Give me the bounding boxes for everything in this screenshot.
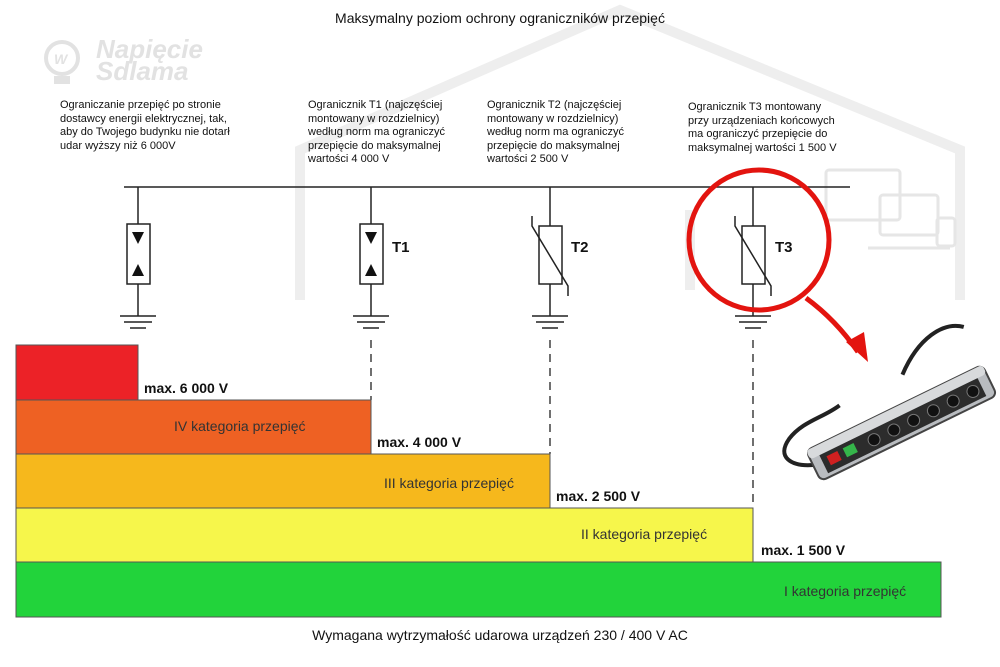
t2-arrester-symbol xyxy=(531,187,569,316)
ground-symbol xyxy=(735,315,771,329)
note-t2-line: według norm ma ograniczyć xyxy=(487,126,624,139)
level-6000-block xyxy=(15,344,139,401)
t2-label: T2 xyxy=(571,239,589,256)
note-t1-line: montowany w rozdzielnicy) xyxy=(308,112,440,125)
note-supplier-line: udar wyższy niż 6 000V xyxy=(60,139,176,152)
t3-label: T3 xyxy=(775,239,793,256)
t3-arrester-symbol xyxy=(734,187,772,316)
category-ii-block xyxy=(15,507,754,563)
note-t2-line: montowany w rozdzielnicy) xyxy=(487,112,619,125)
level-6000-label: max. 6 000 V xyxy=(144,380,229,396)
note-t1-line: Ogranicznik T1 (najczęściej xyxy=(308,99,443,111)
ground-symbol xyxy=(120,315,156,329)
note-t1: Ogranicznik T1 (najczęściej montowany w … xyxy=(308,99,478,167)
note-t1-line: przepięcie do maksymalnej xyxy=(308,139,441,152)
category-i-label: I kategoria przepięć xyxy=(784,583,907,599)
note-t1-line: wartości 4 000 V xyxy=(308,153,390,166)
level-2500-label: max. 2 500 V xyxy=(556,488,641,504)
svg-text:W: W xyxy=(54,51,69,67)
bulb-icon: W xyxy=(44,40,80,84)
note-t2-line: przepięcie do maksymalnej xyxy=(487,139,620,152)
note-supplier: Ograniczanie przepięć po stronie dostawc… xyxy=(60,99,280,153)
t3-highlight-circle xyxy=(686,167,832,313)
note-t1-line: według norm ma ograniczyć xyxy=(308,126,445,139)
computer-devices-icon xyxy=(824,168,957,250)
note-t3-line: ma ograniczyć przepięcie do xyxy=(688,128,828,141)
diagram-footer: Wymagana wytrzymałość udarowa urządzeń 2… xyxy=(312,627,688,643)
note-supplier-line: aby do Twojego budynku nie dotarł xyxy=(60,126,230,139)
note-supplier-line: Ograniczanie przepięć po stronie xyxy=(60,99,221,111)
watermark-line1: Napięcie xyxy=(96,34,203,64)
note-t3: Ogranicznik T3 montowany przy urządzenia… xyxy=(688,101,868,155)
diagram-title: Maksymalny poziom ochrony ograniczników … xyxy=(335,10,665,26)
note-t3-line: przy urządzeniach końcowych xyxy=(688,114,835,127)
note-t2: Ogranicznik T2 (najczęściej montowany w … xyxy=(487,99,657,167)
supplier-arrester-symbol xyxy=(126,187,151,316)
t1-arrester-symbol xyxy=(359,187,384,316)
note-t3-line: maksymalnej wartości 1 500 V xyxy=(688,141,837,154)
note-t2-line: Ogranicznik T2 (najczęściej xyxy=(487,99,622,111)
note-t3-line: Ogranicznik T3 montowany xyxy=(688,101,822,113)
category-iii-block xyxy=(15,453,551,509)
category-ii-label: II kategoria przepięć xyxy=(581,526,708,542)
category-iii-label: III kategoria przepięć xyxy=(384,475,514,491)
watermark-line2: Sdlama xyxy=(96,56,189,86)
level-4000-label: max. 4 000 V xyxy=(377,434,462,450)
highlight-arrowhead xyxy=(846,332,868,362)
category-iv-block xyxy=(15,399,372,455)
ground-symbol xyxy=(532,315,568,329)
category-iv-label: IV kategoria przepięć xyxy=(174,418,306,434)
level-1500-label: max. 1 500 V xyxy=(761,542,846,558)
ground-symbol xyxy=(353,315,389,329)
note-t2-line: wartości 2 500 V xyxy=(487,153,569,166)
t1-label: T1 xyxy=(392,239,410,256)
note-supplier-line: dostawcy energii elektrycznej, tak, xyxy=(60,112,227,125)
category-i-block xyxy=(15,561,942,618)
power-strip-icon xyxy=(782,323,997,481)
